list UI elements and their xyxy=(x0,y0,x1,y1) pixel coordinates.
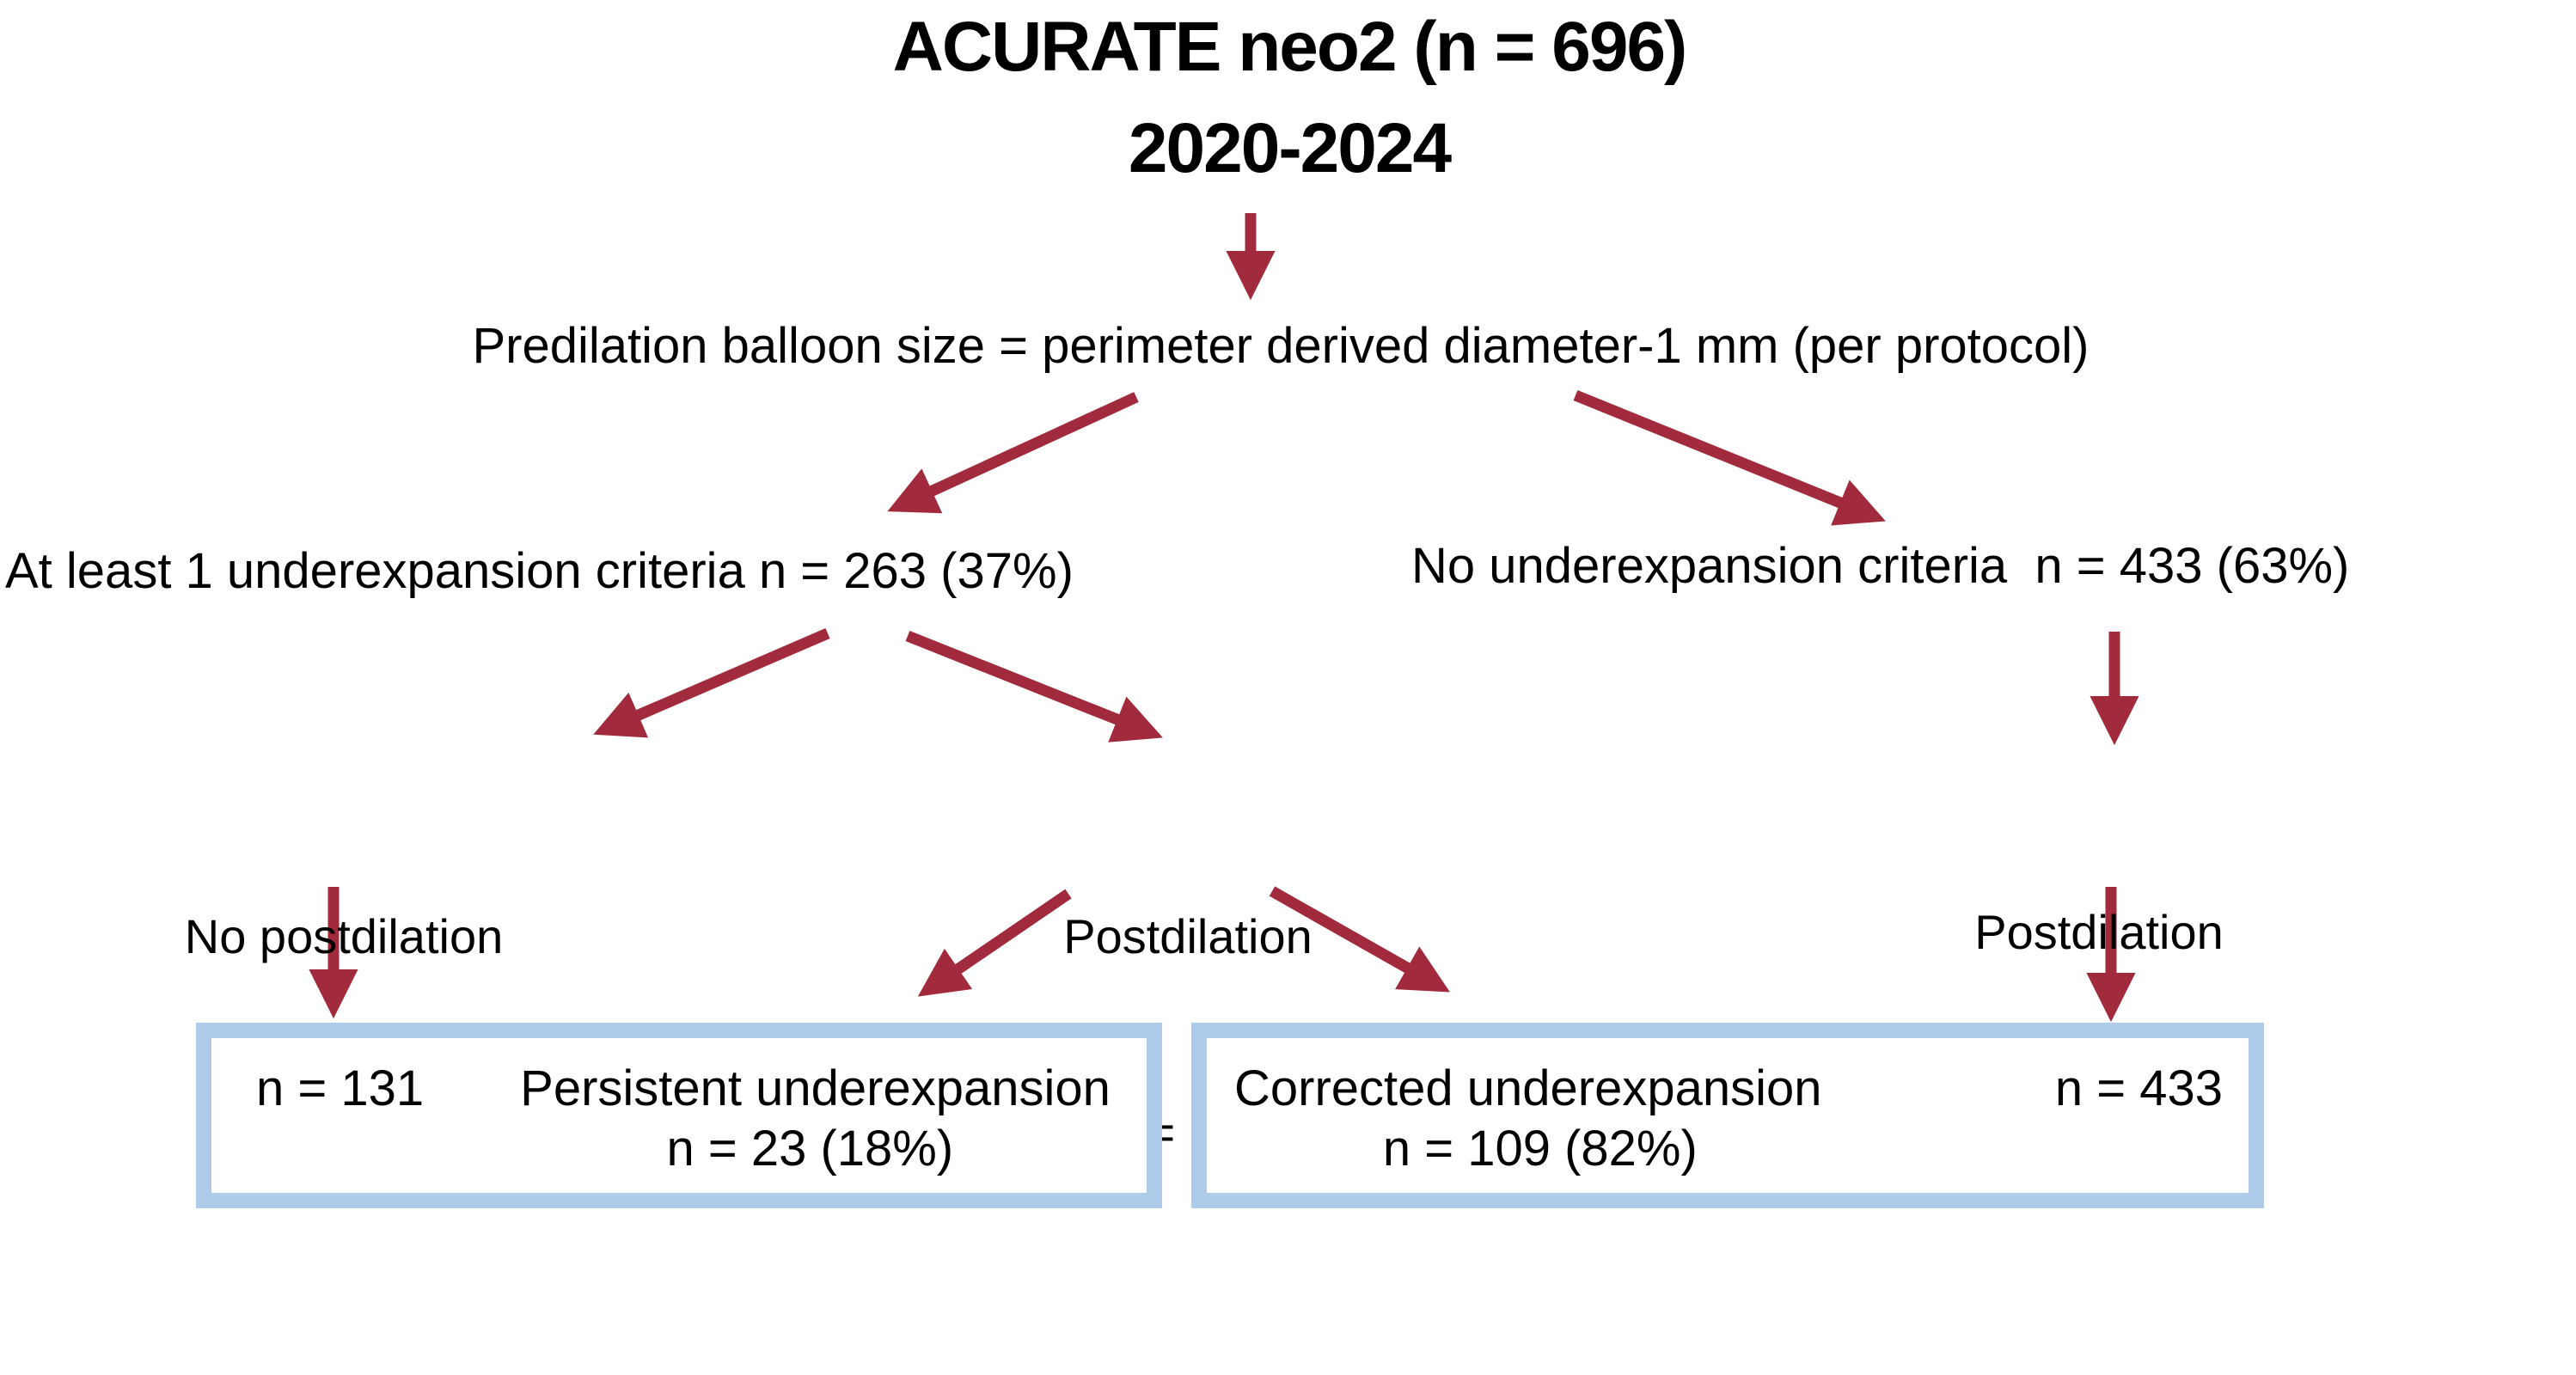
arrow-diagonal-left-icon xyxy=(917,889,1072,997)
arrow-diagonal-left-icon xyxy=(887,392,1139,514)
node-label: Postdilation xyxy=(1063,909,1312,963)
box-label: Persistent underexpansion xyxy=(520,1060,1111,1116)
box-sub-count: n = 109 (82%) xyxy=(1382,1121,1698,1176)
spacer xyxy=(424,1059,520,1119)
arrow-diagonal-right-icon xyxy=(1573,389,1886,526)
final-label: Final adequate expansion xyxy=(1507,1365,2139,1375)
node-predilation-protocol: Predilation balloon size = perimeter der… xyxy=(472,318,2090,374)
node-label: Postdilation xyxy=(1974,905,2224,959)
node-no-underexpansion-criteria: No underexpansion criteria n = 433 (63%) xyxy=(1411,538,2350,594)
node-final-underexpansion: Final underexpansion n = 154 (22%) xyxy=(413,1236,946,1375)
box-persistent-underexpansion: n = 131 Persistent underexpansion n = 23… xyxy=(196,1023,1162,1208)
node-final-adequate-expansion: Final adequate expansion n = 542 (78%) xyxy=(1507,1227,2139,1375)
box-count: n = 131 xyxy=(256,1060,425,1116)
box-row: n = 131 Persistent underexpansion xyxy=(211,1059,1147,1119)
box-row: Corrected underexpansion n = 433 xyxy=(1207,1059,2249,1119)
box-sub-count: n = 23 (18%) xyxy=(666,1121,954,1176)
figure-title-line1: ACURATE neo2 (n = 696) xyxy=(892,8,1688,86)
box-corrected-underexpansion: Corrected underexpansion n = 433 n = 109… xyxy=(1191,1023,2264,1208)
box-count: n = 433 xyxy=(2054,1060,2223,1116)
arrow-diagonal-right-icon xyxy=(905,630,1163,742)
figure-title-line2: 2020-2024 xyxy=(1128,109,1452,187)
node-underexpansion-criteria: At least 1 underexpansion criteria n = 2… xyxy=(5,543,1074,599)
box-label: Corrected underexpansion xyxy=(1234,1060,1822,1116)
node-label: No postdilation xyxy=(184,909,504,963)
arrow-diagonal-left-icon xyxy=(593,628,830,738)
